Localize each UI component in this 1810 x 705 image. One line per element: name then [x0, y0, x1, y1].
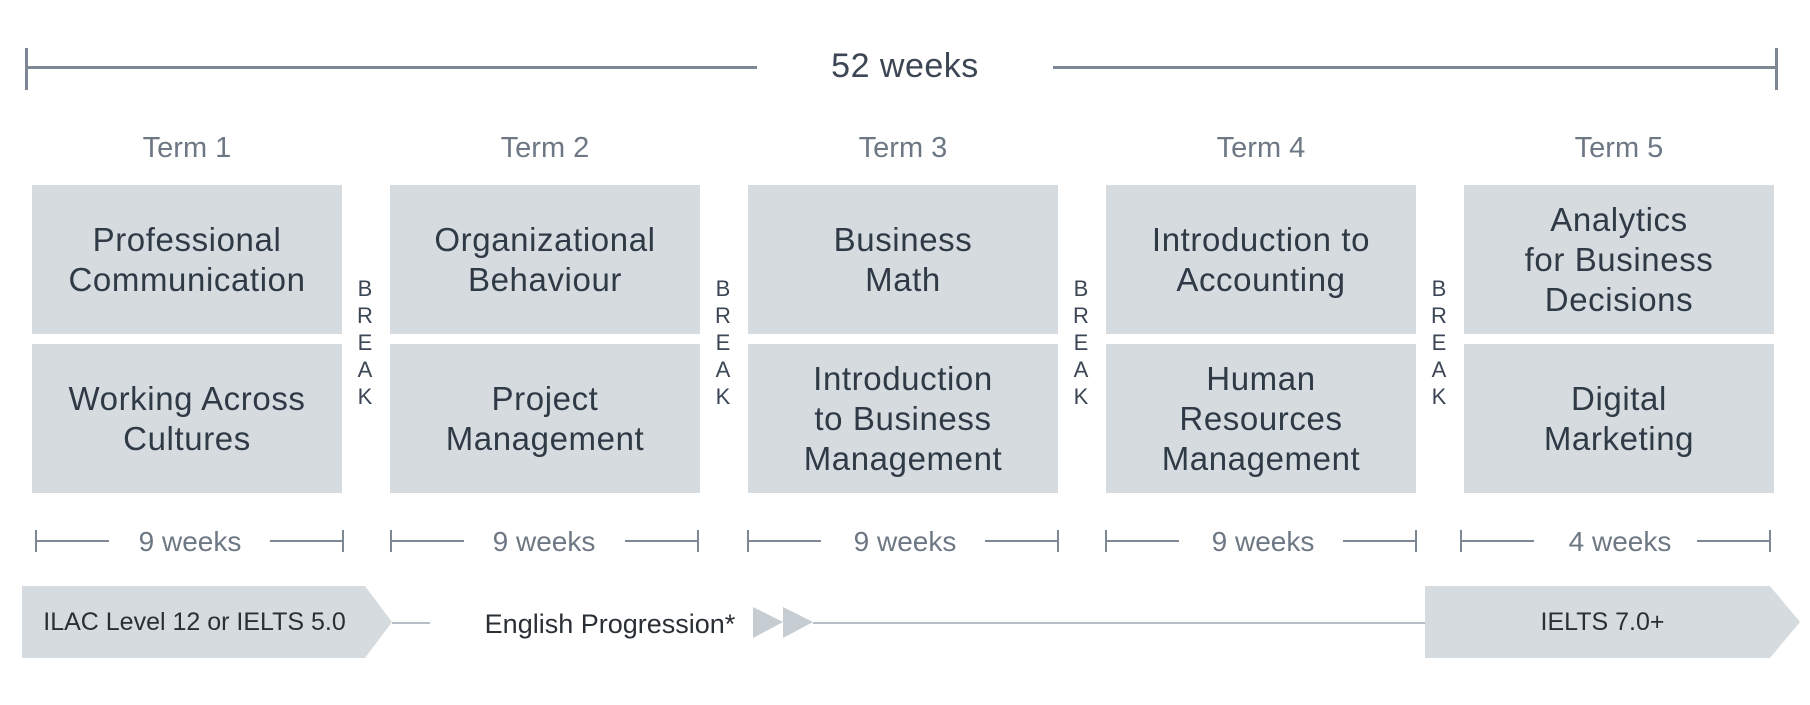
break-letter: A	[715, 357, 731, 382]
course-title: Analytics for Business Decisions	[1524, 200, 1714, 318]
course-box: Project Management	[390, 344, 700, 493]
break-letter: B	[1073, 276, 1089, 301]
course-box: Organizational Behaviour	[390, 185, 700, 334]
break-letter: E	[715, 330, 731, 355]
span-cap-right	[1775, 48, 1778, 90]
week-span-label: 9 weeks	[138, 526, 242, 557]
course-title: Introduction to Accounting	[1151, 220, 1371, 298]
break-letter: K	[1073, 384, 1089, 409]
course-box: Professional Communication	[32, 185, 342, 334]
end-level-tag	[1425, 586, 1800, 658]
break-letter: R	[1073, 303, 1089, 328]
total-duration-label: 52 weeks	[831, 46, 979, 85]
course-title: Organizational Behaviour	[434, 220, 656, 298]
week-span-cap	[697, 530, 699, 552]
break-letter: R	[357, 303, 373, 328]
week-span-line	[625, 540, 699, 542]
break-letter: B	[715, 276, 731, 301]
week-span-line	[1105, 540, 1179, 542]
break-letter: E	[357, 330, 373, 355]
course-box: Business Math	[748, 185, 1058, 334]
week-span-cap	[1415, 530, 1417, 552]
break-letter: K	[357, 384, 373, 409]
term-label: Term 4	[1216, 131, 1306, 164]
week-span-cap	[1769, 530, 1771, 552]
course-box: Analytics for Business Decisions	[1464, 185, 1774, 334]
term-label: Term 5	[1574, 131, 1664, 164]
week-span-line	[35, 540, 109, 542]
week-span-cap	[1057, 530, 1059, 552]
arrow-icon	[783, 607, 813, 638]
break-letter: A	[357, 357, 373, 382]
week-span-cap	[342, 530, 344, 552]
course-box: Introduction to Business Management	[748, 344, 1058, 493]
course-title: Professional Communication	[68, 220, 306, 298]
start-level-tag	[22, 586, 392, 658]
course-title: Introduction to Business Management	[803, 359, 1003, 477]
week-span-line	[1343, 540, 1417, 542]
week-span-line	[270, 540, 344, 542]
break-letter: R	[715, 303, 731, 328]
course-title: Human Resources Management	[1161, 359, 1361, 477]
course-title: Working Across Cultures	[68, 379, 306, 457]
term-label: Term 3	[858, 131, 948, 164]
break-letter: B	[357, 276, 373, 301]
arrow-icon	[753, 607, 783, 638]
span-line-right	[1053, 66, 1778, 69]
end-level-label: IELTS 7.0+	[1540, 607, 1665, 636]
week-span-line	[1697, 540, 1771, 542]
break-label: B R E A K	[1066, 278, 1096, 408]
course-title: Digital Marketing	[1543, 379, 1695, 457]
break-label: B R E A K	[708, 278, 738, 408]
break-letter: E	[1073, 330, 1089, 355]
span-cap-left	[25, 48, 28, 90]
week-span-line	[390, 540, 464, 542]
break-letter: R	[1431, 303, 1447, 328]
week-span-line	[747, 540, 821, 542]
week-span-label: 9 weeks	[1211, 526, 1315, 557]
progression-label: English Progression*	[484, 608, 736, 639]
week-span-line	[1460, 540, 1534, 542]
break-letter: K	[715, 384, 731, 409]
week-span-label: 9 weeks	[492, 526, 596, 557]
course-title: Business Math	[833, 220, 973, 298]
break-letter: A	[1073, 357, 1089, 382]
progression-line	[392, 622, 430, 624]
week-span-line	[985, 540, 1059, 542]
start-level-label: ILAC Level 12 or IELTS 5.0	[43, 607, 346, 636]
course-box: Digital Marketing	[1464, 344, 1774, 493]
term-label: Term 2	[500, 131, 590, 164]
progression-graphics	[22, 586, 1800, 658]
break-label: B R E A K	[1424, 278, 1454, 408]
span-line-left	[25, 66, 757, 69]
break-letter: A	[1431, 357, 1447, 382]
week-span-label: 9 weeks	[853, 526, 957, 557]
break-label: B R E A K	[350, 278, 380, 408]
term-label: Term 1	[142, 131, 232, 164]
progression-line	[813, 622, 1425, 624]
week-span-label: 4 weeks	[1568, 526, 1672, 557]
course-box: Human Resources Management	[1106, 344, 1416, 493]
break-letter: E	[1431, 330, 1447, 355]
course-box: Introduction to Accounting	[1106, 185, 1416, 334]
break-letter: K	[1431, 384, 1447, 409]
break-letter: B	[1431, 276, 1447, 301]
course-box: Working Across Cultures	[32, 344, 342, 493]
course-title: Project Management	[445, 379, 645, 457]
